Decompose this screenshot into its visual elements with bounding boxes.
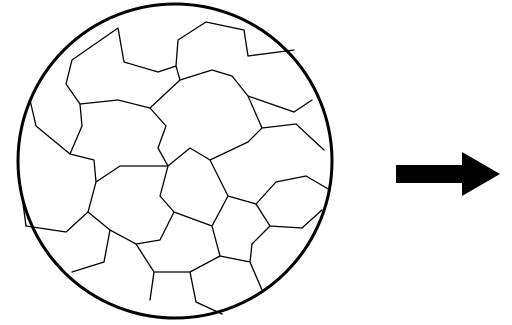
- right-arrow-icon: [396, 152, 500, 196]
- soccer-ball-icon: [18, 4, 332, 318]
- arrow-shape: [396, 152, 500, 196]
